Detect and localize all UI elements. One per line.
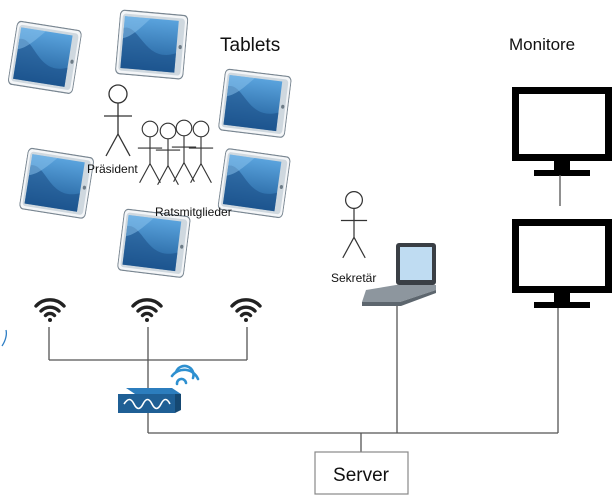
tablet-icon xyxy=(217,68,293,139)
wireless-router-icon xyxy=(118,364,200,413)
monitor-icon xyxy=(516,223,609,309)
wifi-icon xyxy=(131,298,163,323)
tablets-heading: Tablets xyxy=(220,35,280,56)
tablet-icon xyxy=(7,20,83,95)
secretary-person-icon xyxy=(340,190,368,259)
server-wiring xyxy=(147,306,559,452)
edge-artifact xyxy=(1,329,8,347)
monitors-heading: Monitore xyxy=(509,35,575,54)
tablet-icon xyxy=(116,208,192,279)
server-box xyxy=(314,451,409,495)
server-label: Server xyxy=(333,465,390,486)
wifi-icon xyxy=(230,298,262,323)
laptop-icon xyxy=(362,243,436,306)
person-icon xyxy=(137,120,163,184)
tablet-icon xyxy=(18,147,95,220)
president-person-icon xyxy=(103,84,133,157)
council-members-group xyxy=(137,119,214,186)
wifi-icon xyxy=(34,298,66,323)
council-members-label: Ratsmitglieder xyxy=(155,205,232,219)
secretary-label: Sekretär xyxy=(331,271,376,285)
president-label: Präsident xyxy=(87,162,138,176)
access-point-wiring xyxy=(48,327,248,388)
tablet-icon xyxy=(114,9,189,80)
monitor-icon xyxy=(516,91,609,177)
person-icon xyxy=(188,120,214,184)
